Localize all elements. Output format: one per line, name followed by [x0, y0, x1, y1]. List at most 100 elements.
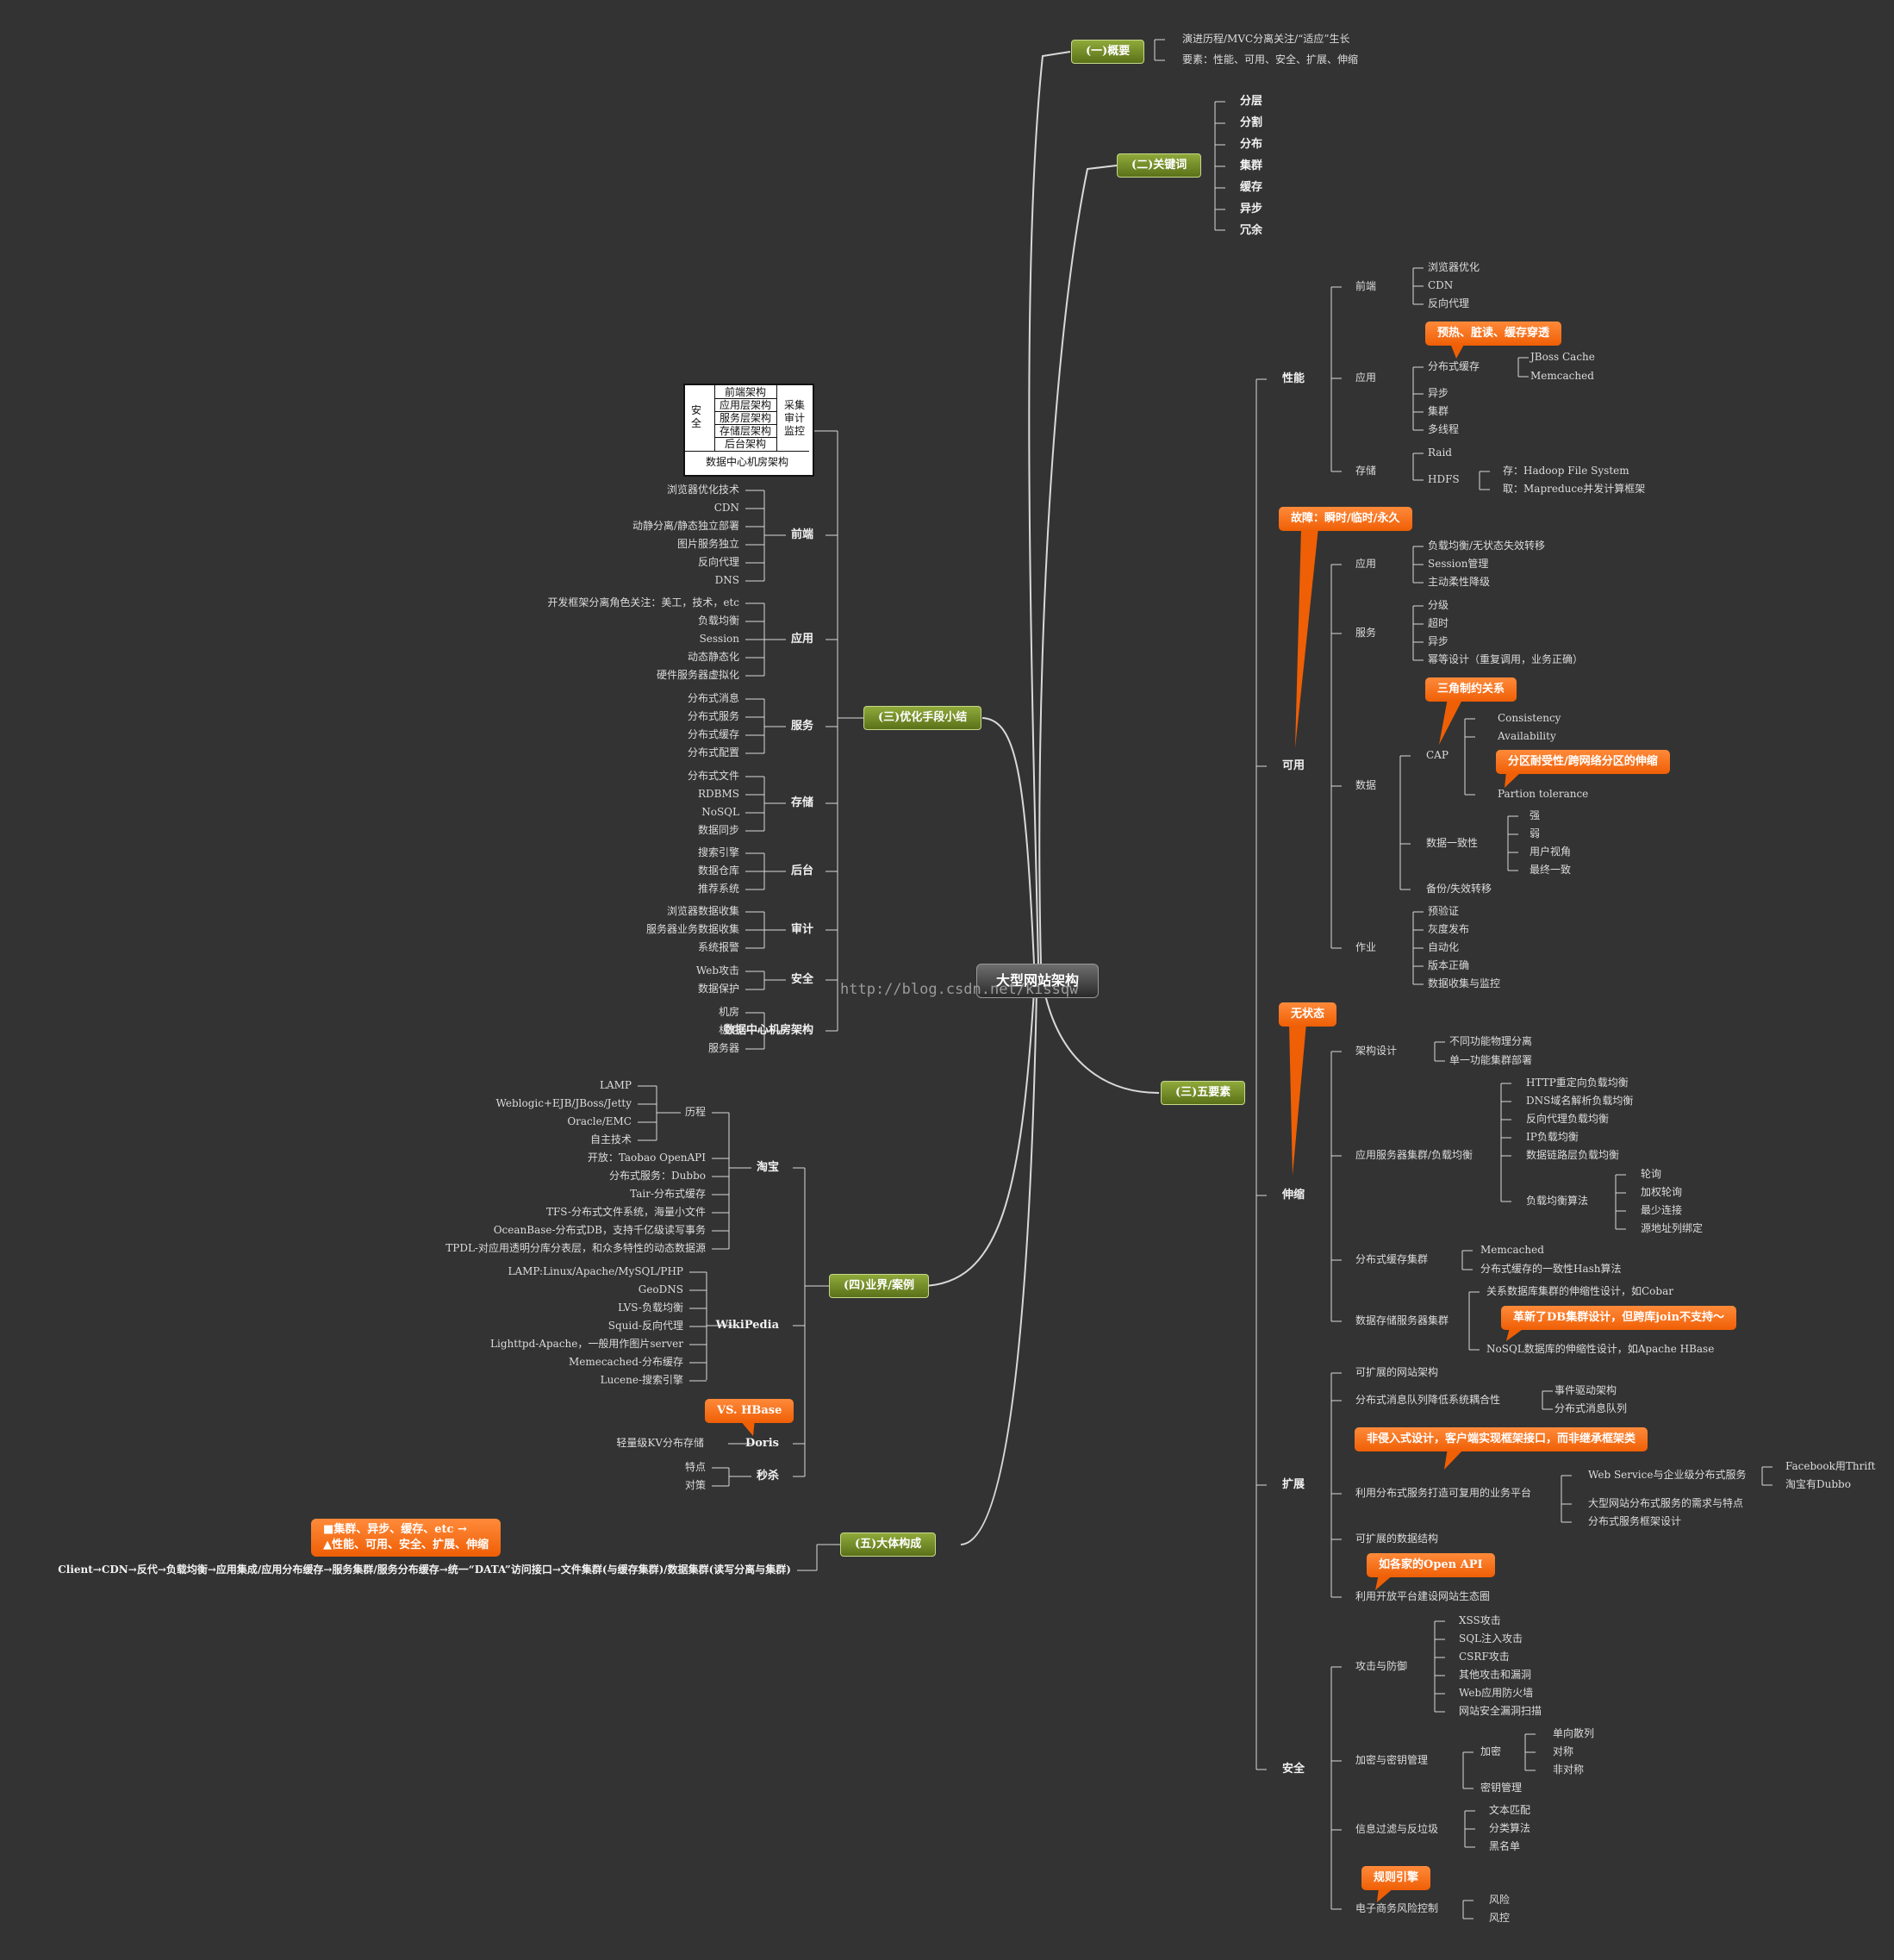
callout-perf-cache: 预热、脏读、缓存穿透	[1425, 321, 1562, 346]
overview-item-1: 要素：性能、可用、安全、扩展、伸缩	[1182, 53, 1359, 66]
branch-five-elements[interactable]: (三)五要素	[1161, 1081, 1246, 1105]
opt-security-label: 安全	[790, 973, 813, 986]
watermark: http://blog.csdn.net/kissqw	[840, 981, 1079, 998]
branch-optimize[interactable]: (三)优化手段小结	[863, 706, 982, 730]
avail-consistency-item-1: 弱	[1530, 827, 1541, 840]
keyword-item-1: 分割	[1240, 116, 1263, 129]
opt-backend-item-0: 搜索引擎	[697, 846, 739, 858]
sec-attack-item-0: XSS攻击	[1459, 1614, 1501, 1626]
case-doris-item-0: 轻量级KV分布存储	[616, 1437, 704, 1449]
scaling-cache: 分布式缓存集群	[1355, 1253, 1429, 1265]
case-history-item-0: LAMP	[600, 1079, 632, 1091]
opt-storage-label: 存储	[790, 796, 813, 809]
perf-hdfs-item-0: 存：Hadoop File System	[1503, 465, 1629, 477]
perf-raid: Raid	[1428, 446, 1452, 459]
sec-encrypt: 加密	[1480, 1745, 1502, 1757]
arch-layer-3: 服务层架构	[719, 412, 771, 424]
perf-storage: 存储	[1355, 465, 1377, 477]
case-taobao: 淘宝	[756, 1161, 779, 1174]
scaling-lb: 应用服务器集群/负载均衡	[1355, 1149, 1473, 1161]
avail-cap-item-2: Partion tolerance	[1498, 788, 1589, 800]
ext-mq: 分布式消息队列降低系统耦合性	[1355, 1394, 1501, 1406]
sec-attack-item-3: 其他攻击和漏洞	[1459, 1669, 1532, 1681]
avail-service-item-1: 超时	[1428, 617, 1449, 629]
sec-crypto: 加密与密钥管理	[1355, 1754, 1429, 1766]
scaling-algo-item-2: 最少连接	[1641, 1204, 1683, 1216]
keyword-item-3: 集群	[1240, 159, 1263, 172]
ext-reuse-ws: Web Service与企业级分布式服务	[1588, 1469, 1747, 1481]
sec-encrypt-item-2: 非对称	[1553, 1763, 1585, 1776]
perf-app-other-2: 多线程	[1428, 423, 1460, 435]
avail-backup: 备份/失效转移	[1426, 883, 1492, 895]
scaling-algo-item-3: 源地址列绑定	[1641, 1222, 1704, 1234]
overview-item-0: 演进历程/MVC分离关注/“适应”生长	[1182, 33, 1350, 45]
case-taobao-history: 历程	[684, 1106, 706, 1118]
opt-frontend-label: 前端	[790, 528, 813, 541]
perf-frontend-item-1: CDN	[1428, 279, 1454, 291]
avail-service-item-3: 幂等设计（重复调用，业务正确）	[1428, 653, 1584, 665]
branch-composition[interactable]: (五)大体构成	[840, 1532, 937, 1557]
callout-hbase: VS. HBase	[705, 1399, 794, 1423]
sec-filter-item-0: 文本匹配	[1489, 1804, 1531, 1816]
scaling-lb-item-2: 反向代理负载均衡	[1526, 1113, 1610, 1125]
avail-label: 可用	[1282, 759, 1305, 772]
opt-datacenter-item-0: 机房	[718, 1006, 739, 1018]
case-taobao-item-3: TFS-分布式文件系统，海量小文件	[545, 1206, 706, 1218]
scaling-lb-algo: 负载均衡算法	[1526, 1195, 1589, 1207]
case-taobao-item-5: TPDL-对应用透明分库分表层，和众多特性的动态数据源	[445, 1242, 706, 1254]
callout-rules: 规则引擎	[1361, 1866, 1431, 1890]
opt-app-label: 应用	[790, 633, 813, 646]
sec-filter-item-2: 黑名单	[1489, 1840, 1521, 1852]
perf-frontend-item-2: 反向代理	[1428, 297, 1470, 309]
ext-mq-item-0: 事件驱动架构	[1554, 1384, 1617, 1396]
sec-key: 密钥管理	[1480, 1782, 1523, 1794]
scaling-cache-item-1: 分布式缓存的一致性Hash算法	[1480, 1263, 1622, 1275]
arch-layer-4: 存储层架构	[719, 425, 771, 437]
arch-security-cell: 安全	[690, 404, 701, 429]
case-wiki-item-0: LAMP:Linux/Apache/MySQL/PHP	[508, 1265, 683, 1277]
case-wiki: WikiPedia	[715, 1319, 779, 1332]
arch-right-1: 采集	[783, 399, 805, 411]
case-seckill: 秒杀	[756, 1470, 779, 1482]
avail-ops-item-0: 预验证	[1428, 905, 1460, 917]
branch-cases[interactable]: (四)业界/案例	[829, 1274, 930, 1298]
branch-keywords[interactable]: (二)关键词	[1117, 153, 1202, 178]
branch-overview[interactable]: (一)概要	[1071, 40, 1145, 64]
avail-consistency: 数据一致性	[1426, 837, 1479, 849]
avail-data: 数据	[1355, 779, 1377, 791]
scaling-algo-item-1: 加权轮询	[1641, 1186, 1683, 1198]
sec-filter-item-1: 分类算法	[1489, 1822, 1531, 1834]
callout-avail-fault: 故障：瞬时/临时/永久	[1279, 507, 1412, 531]
ext-mq-item-1: 分布式消息队列	[1554, 1402, 1628, 1414]
opt-frontend-item-5: DNS	[714, 574, 739, 586]
scaling-arch-item-0: 不同功能物理分离	[1449, 1035, 1533, 1047]
opt-storage-item-1: RDBMS	[698, 788, 739, 800]
scaling-label: 伸缩	[1282, 1189, 1305, 1202]
avail-service: 服务	[1355, 627, 1377, 639]
avail-consistency-item-2: 用户视角	[1530, 846, 1572, 858]
opt-storage-item-0: 分布式文件	[687, 770, 739, 782]
perf-frontend: 前端	[1355, 280, 1377, 292]
opt-frontend-item-0: 浏览器优化技术	[666, 484, 739, 496]
sec-risk: 电子商务风险控制	[1355, 1902, 1439, 1914]
sec-encrypt-item-1: 对称	[1553, 1745, 1574, 1757]
opt-backend-item-1: 数据仓库	[697, 865, 739, 877]
root-node[interactable]: 大型网站架构	[976, 964, 1100, 998]
opt-service-item-1: 分布式服务	[687, 710, 739, 722]
case-wiki-item-3: Squid-反向代理	[607, 1320, 683, 1332]
keyword-item-2: 分布	[1240, 138, 1263, 151]
perf-app-cache: 分布式缓存	[1428, 360, 1480, 372]
perf-app-other-1: 集群	[1428, 405, 1449, 417]
perf-app-other-0: 异步	[1428, 387, 1449, 399]
case-taobao-item-4: OceanBase-分布式DB，支持千亿级读写事务	[493, 1224, 706, 1236]
avail-ops-item-4: 数据收集与监控	[1428, 977, 1501, 989]
datacenter-architecture-table: 安全 前端架构 应用层架构 服务层架构 存储层架构 后台架构 采集 审计 监控 …	[683, 384, 814, 477]
ext-arch: 可扩展的网站架构	[1355, 1366, 1439, 1378]
callout-intrusive: 非侵入式设计，客户端实现框架接口，而非继承框架类	[1355, 1427, 1648, 1451]
sec-attack-item-1: SQL注入攻击	[1459, 1632, 1523, 1645]
sec-filter: 信息过滤与反垃圾	[1355, 1823, 1439, 1835]
opt-app-item-1: 负载均衡	[697, 615, 739, 627]
case-doris: Doris	[745, 1437, 779, 1450]
opt-app-item-4: 硬件服务器虚拟化	[656, 669, 739, 681]
security-label: 安全	[1282, 1763, 1305, 1776]
